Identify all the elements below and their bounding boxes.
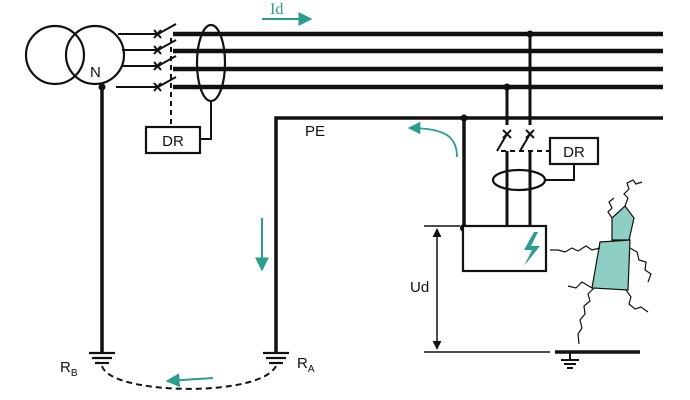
earth-electrode-ra [263,351,289,365]
return-current-arrow-pe [407,121,458,158]
toroid-left-lead [200,101,212,140]
transformer-icon [24,24,126,86]
residual-current-toroid-right [491,168,547,192]
load-feeders [505,32,532,125]
main-bus-bars [173,31,663,90]
dr-relay-right [548,136,600,166]
person-figure-icon [550,179,652,345]
earth-electrode-rb [89,351,115,365]
fault-current-label: Id [270,1,283,18]
main-breaker-icon [153,23,177,92]
rb-label: RB [60,359,78,379]
neutral-node [98,83,106,91]
pe-conductor [274,116,663,352]
ground-symbol-person [561,352,579,369]
toroid-right-lead [545,164,575,181]
ra-label: RA [297,355,315,375]
dr-left-label: DR [162,133,184,150]
earth-return-current-arrow [165,373,214,388]
transformer-leads [116,33,157,88]
ud-label: Ud [410,279,429,296]
dr-right-label: DR [563,144,585,161]
branch-breaker-icon [496,129,550,226]
neutral-label: N [90,64,101,81]
earth-return-path [101,365,277,390]
pe-label: PE [305,123,325,140]
residual-current-toroid-left [195,23,227,103]
fault-lightning-icon [524,232,540,266]
dr-relay-left [144,125,202,155]
